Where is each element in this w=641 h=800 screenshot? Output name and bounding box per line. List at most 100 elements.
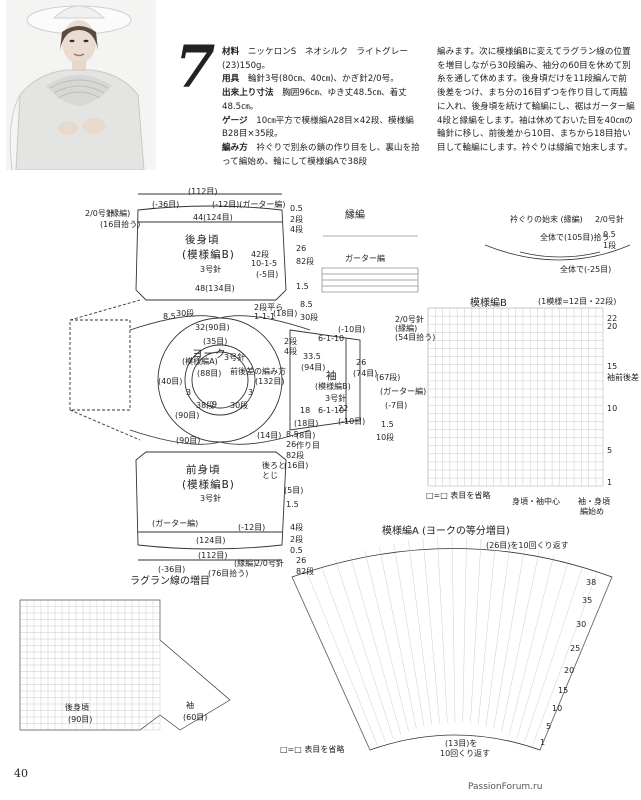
dim-yoke-32: 32(90目) [195, 323, 230, 332]
back-needle: 3号針 [200, 265, 222, 274]
dim-side-26: 26 [296, 244, 307, 253]
dim-s94: (94目) [301, 363, 326, 372]
neck-finish-05: 0.5 [603, 230, 616, 239]
dim-yoke-35: (35目) [203, 337, 228, 346]
dim-side-82: 82段 [296, 257, 315, 266]
dim-d1: 1-1-1 [254, 312, 276, 321]
dim-s22: 22 [338, 404, 349, 413]
raglan-sleeve-count: (60目) [183, 713, 208, 722]
dim-s105: 1.5 [381, 420, 394, 429]
dim-r10: 10-1-5 [251, 259, 278, 268]
front-edge: (縁編) [234, 559, 257, 568]
back-pattern: (模様編B) [182, 249, 235, 261]
neck-finish-needle: 2/0号針 [595, 215, 624, 224]
dim-edge-name: (縁編) [108, 209, 131, 218]
dim-s54: (54目拾う) [395, 333, 436, 342]
dim-edge-pick: (16目拾う) [100, 220, 141, 229]
pattern-a-row-1: 1 [540, 738, 546, 747]
chart-grid-line [320, 565, 386, 743]
yoke-title: ヨーク [192, 348, 227, 360]
dim-side-2: 2段 [290, 215, 304, 224]
dim-s33: 33.5 [303, 352, 321, 361]
dim-front-112: (112目) [198, 551, 228, 560]
dim-s7: (-7目) [385, 401, 408, 410]
chart-grid-line [508, 555, 554, 735]
dim-s8: (8目) [296, 431, 316, 440]
chart-grid-line [485, 543, 511, 727]
pattern-a-legend: □=□ 表目を省略 [280, 745, 345, 754]
dim-yoke-3-left: 3 [186, 388, 192, 397]
instructions-text: 編みます。次に模様編Bに変えてラグラン線の位置を増目しながら30段編み、袖分の6… [437, 47, 635, 153]
dim-d-pick: 後ろと [262, 461, 286, 470]
pattern-a-row-5: 5 [546, 722, 552, 731]
dim-side-05: 0.5 [290, 204, 303, 213]
dim-sum4: 82段 [286, 451, 305, 460]
front-needle: 3号針 [200, 494, 222, 503]
chart-grid-line [306, 571, 378, 747]
sleeve-needle: 3号針 [325, 394, 347, 403]
pattern-a-title: 模様編A (ヨークの等分増目) [382, 526, 510, 537]
spec-tools: 用具 輪針3号(80㎝、40㎝)、かぎ針2/0号。 [222, 74, 399, 85]
pattern-b-row-10: 10 [607, 404, 618, 413]
dim-yoke-30: 30段 [230, 401, 249, 410]
dim-s74: (74目) [353, 369, 378, 378]
garter-chart-title: ガーター編 [345, 254, 385, 263]
front-garter: (ガーター編) [152, 519, 199, 528]
chart-grid-line [470, 538, 482, 724]
dim-s610b: 6-1-10 [318, 406, 345, 415]
dim-s-garter: (ガーター編) [380, 387, 427, 396]
neck-finish-1: 1段 [603, 241, 617, 250]
front-title: 前身頃 [186, 464, 221, 476]
spec-gauge: ゲージ 10㎝平方で模様編A28目×42段、模様編B28目×35段。 [222, 115, 414, 140]
dim-s-needle: 2/0号針 [395, 315, 424, 324]
chart-grid-line [524, 565, 584, 743]
model-photo [6, 0, 156, 170]
dim-side-4: 4段 [290, 225, 304, 234]
pattern-b-title: 模様編B [470, 298, 507, 309]
dim-top-width: (112目) [188, 187, 218, 196]
dim-d30r: 30段 [300, 313, 319, 322]
raglan-sleeve: 袖 [186, 701, 194, 710]
dim-front-124: (124目) [196, 536, 226, 545]
dim-sum2: 2段 [284, 337, 298, 346]
neck-finish-title: 衿ぐりの始末 (縁編) [510, 215, 583, 224]
dim-yoke-132: (132目) [255, 377, 285, 386]
dim-s610a: 6-1-10 [318, 334, 345, 343]
dim-front-90: (90目) [176, 436, 201, 445]
dim-d85: 8.5 [163, 312, 176, 321]
watermark: PassionForum.ru [468, 782, 543, 792]
dim-d18: (18目) [273, 309, 298, 318]
pattern-a-top-repeat: (26目)を10回くり返す [486, 541, 569, 550]
front-pattern: (模様編B) [182, 479, 235, 491]
chart-grid-line [462, 537, 467, 723]
front-order-note: 前後差の編み方 [230, 367, 286, 376]
dim-yoke-40: (40目) [158, 377, 183, 386]
chart-grid-line [364, 550, 409, 732]
dim-yoke-88: (88目) [197, 369, 222, 378]
pattern-a-row-25: 25 [570, 644, 581, 653]
dim-r42: 42段 [251, 250, 270, 259]
sleeve-pattern: (模様編B) [315, 382, 351, 391]
pattern-a-row-20: 20 [564, 666, 575, 675]
pattern-b-row-22: 22 [607, 314, 618, 323]
chart-grid-line [478, 540, 496, 725]
dim-front-76: (76目拾う) [208, 569, 249, 578]
pattern-b-repeat: (1模様=12目・22段) [538, 297, 617, 306]
pattern-number: 7 [175, 33, 216, 101]
dim-d8: 8.5 [300, 300, 313, 309]
back-title: 後身頃 [185, 234, 220, 246]
chart-grid-line [335, 560, 394, 739]
pattern-a-bottom2: 10回くり返す [440, 749, 491, 758]
pattern-b-row-5: 5 [607, 446, 613, 455]
pattern-b-sleeve: 袖・身頃 [578, 497, 610, 506]
dim-d-note: とじ [262, 471, 278, 480]
dim-top-36: (-36目) [152, 200, 180, 209]
dim-s18: 18 [300, 406, 311, 415]
dim-d30: 30段 [176, 309, 195, 318]
model-photo-illustration [6, 0, 156, 170]
dim-s-edge: (縁編) [395, 324, 418, 333]
specs-block: 材料 ニッケロンS ネオシルク ライトグレー(23)150g。 用具 輪針3号(… [222, 46, 422, 169]
dim-side-15: 1.5 [296, 282, 309, 291]
pattern-b-side: 袖前後差 [607, 373, 639, 382]
dim-d2: 2段平ら [254, 303, 284, 312]
